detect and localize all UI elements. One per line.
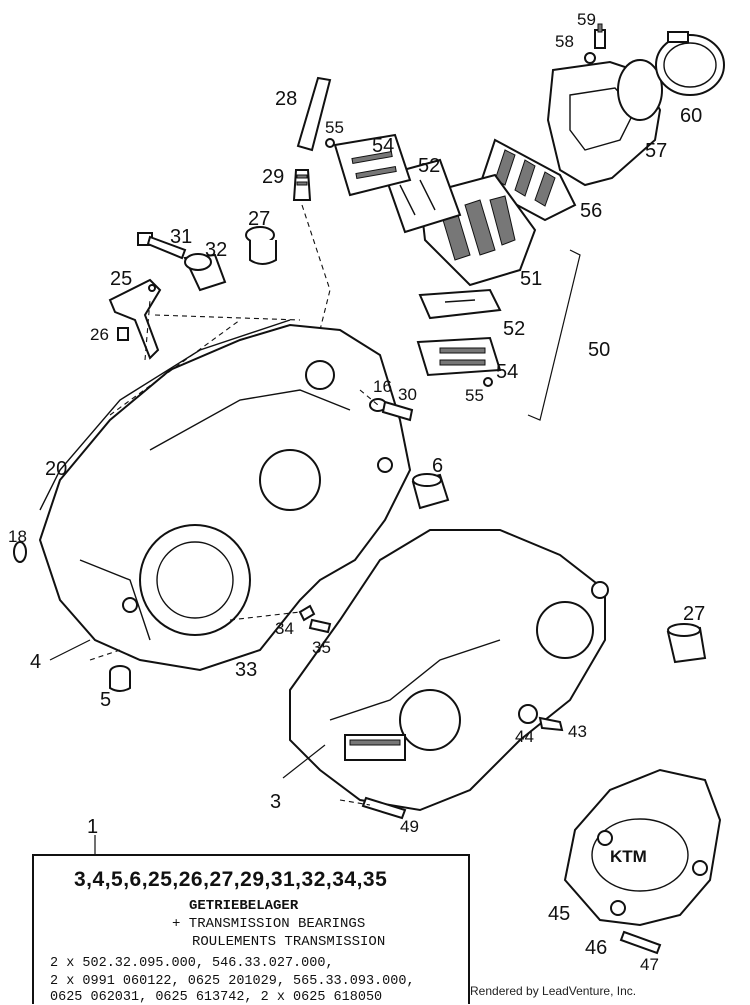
screw-26 <box>117 327 129 341</box>
bolt-47 <box>619 930 662 955</box>
dowel-34 <box>298 604 316 622</box>
callout-46: 46 <box>585 937 607 959</box>
callout-49: 49 <box>400 817 419 836</box>
bearing-kit-legend: 3,4,5,6,25,26,27,29,31,32,34,35 GETRIEBE… <box>32 854 470 1005</box>
screw-35 <box>308 618 332 634</box>
callout-55-bottom: 55 <box>465 386 484 405</box>
callout-44: 44 <box>515 727 534 746</box>
callout-18: 18 <box>8 527 27 546</box>
callout-56: 56 <box>580 200 602 222</box>
screw-55-top <box>325 138 335 148</box>
callout-6: 6 <box>432 455 443 477</box>
callout-31: 31 <box>170 226 192 248</box>
callout-52-top: 52 <box>418 155 440 177</box>
plug-43 <box>538 716 564 732</box>
callout-33: 33 <box>235 659 257 681</box>
callout-5: 5 <box>100 689 111 711</box>
hose-clamp-60 <box>655 31 725 96</box>
leader-29 <box>301 204 331 331</box>
kit-title-french: ROULEMENTS TRANSMISSION <box>192 934 386 950</box>
screw-59 <box>594 23 606 49</box>
callout-27-right: 27 <box>683 603 705 625</box>
bracket-50 <box>527 249 581 421</box>
callout-25: 25 <box>110 268 132 290</box>
kit-line-3: 0625 062031, 0625 613742, 2 x 0625 61805… <box>50 990 383 1005</box>
leader-31-32 <box>154 314 301 321</box>
callout-35: 35 <box>312 638 331 657</box>
bushing-27-top <box>245 226 277 265</box>
callout-30: 30 <box>398 385 417 404</box>
leader-5 <box>89 649 121 661</box>
callout-26: 26 <box>90 325 109 344</box>
callout-28: 28 <box>275 88 297 110</box>
bracket-25 <box>108 278 162 360</box>
o-ring-18 <box>13 541 27 563</box>
callout-3: 3 <box>270 791 281 813</box>
intake-manifold-57 <box>546 59 663 187</box>
callout-34: 34 <box>275 619 294 638</box>
kit-line-1: 2 x 502.32.095.000, 546.33.027.000, <box>50 956 334 971</box>
seal-44 <box>518 704 538 724</box>
clutch-cover-45 <box>563 768 722 927</box>
kit-title-english: + TRANSMISSION BEARINGS <box>172 916 366 932</box>
callout-58: 58 <box>555 32 574 51</box>
callout-55-top: 55 <box>325 118 344 137</box>
bearing-6 <box>411 473 450 510</box>
callout-1: 1 <box>87 816 98 838</box>
leader-34 <box>229 611 301 621</box>
bearing-27-right <box>666 623 707 664</box>
render-credit: Rendered by LeadVenture, Inc. <box>470 984 637 998</box>
screw-55-bottom <box>483 377 493 387</box>
callout-51: 51 <box>520 268 542 290</box>
callout-32: 32 <box>205 239 227 261</box>
reed-plate-52-bottom <box>418 288 502 320</box>
hose-28 <box>296 76 332 152</box>
leader-25 <box>144 299 151 361</box>
bearing-5 <box>109 665 131 692</box>
reed-stop-54-top <box>333 133 412 197</box>
leader-3 <box>282 744 326 779</box>
leader-4 <box>49 639 91 661</box>
kit-part-numbers: 3,4,5,6,25,26,27,29,31,32,34,35 <box>74 868 388 891</box>
callout-59: 59 <box>577 10 596 29</box>
callout-45: 45 <box>548 903 570 925</box>
kit-line-2: 2 x 0991 060122, 0625 201029, 565.33.093… <box>50 974 415 989</box>
bolt-49 <box>361 796 407 820</box>
callout-50: 50 <box>588 339 610 361</box>
kit-title-german: GETRIEBELAGER <box>189 898 299 914</box>
reed-stop-54-bottom <box>416 336 502 377</box>
callout-4: 4 <box>30 651 41 673</box>
nipple-29 <box>292 169 312 201</box>
callout-52-bottom: 52 <box>503 318 525 340</box>
washer-58 <box>584 52 596 64</box>
callout-20: 20 <box>45 458 67 480</box>
callout-54-bottom: 54 <box>496 361 518 383</box>
callout-27-top: 27 <box>248 208 270 230</box>
callout-29: 29 <box>262 166 284 188</box>
callout-16: 16 <box>373 377 392 396</box>
callout-60: 60 <box>680 105 702 127</box>
sleeve-32 <box>183 253 227 292</box>
cover-logo: KTM <box>610 847 647 866</box>
crankcase-right-33 <box>289 529 609 812</box>
callout-47: 47 <box>640 955 659 974</box>
callout-57: 57 <box>645 140 667 162</box>
leader-16 <box>359 389 379 406</box>
gasket-18-outline <box>39 319 291 511</box>
crankcase-left-20 <box>38 323 412 672</box>
screw-30 <box>381 400 414 422</box>
callout-54-top: 54 <box>372 135 394 157</box>
bolt-31 <box>137 232 187 260</box>
callout-43: 43 <box>568 722 587 741</box>
